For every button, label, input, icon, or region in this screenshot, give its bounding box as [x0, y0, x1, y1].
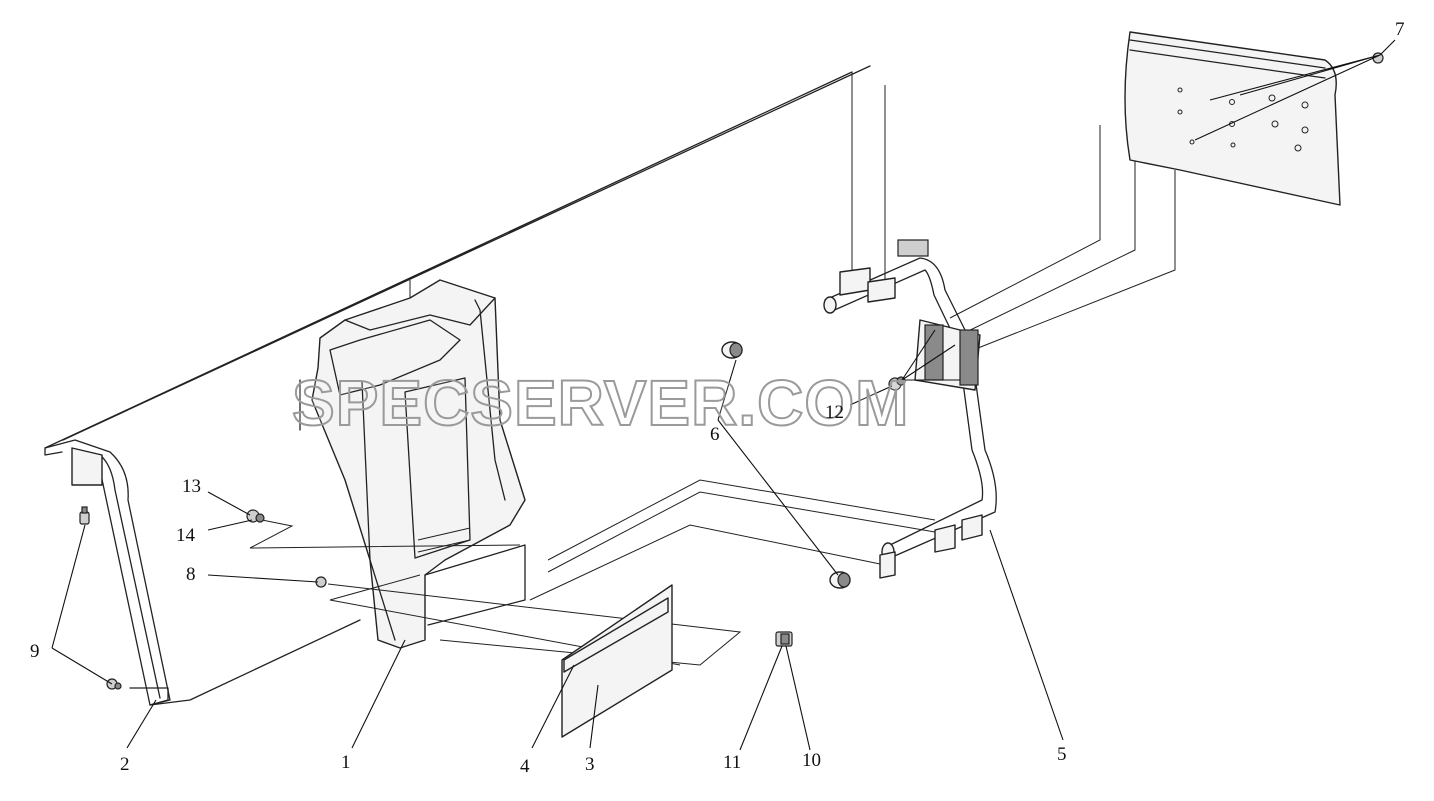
- callout-9: 9: [30, 641, 40, 662]
- part-6-caps: [721, 341, 851, 589]
- callout-3: 3: [585, 754, 595, 775]
- watermark-text: SPECSERVER.COM: [292, 367, 909, 439]
- callout-11: 11: [723, 752, 741, 773]
- part-9-fasteners: [79, 506, 122, 690]
- callout-12: 12: [825, 402, 844, 423]
- callout-2: 2: [120, 754, 130, 775]
- callout-13: 13: [182, 476, 201, 497]
- upper-right-plate: [1124, 31, 1341, 206]
- callout-7: 7: [1395, 19, 1405, 40]
- part-12-fastener: [888, 376, 906, 391]
- part-4-strip: [563, 597, 669, 673]
- callout-labels: 1 2 3 4 5 6 7 8 9 10 11 12 13 14: [30, 19, 1405, 777]
- callout-6: 6: [710, 424, 720, 445]
- callout-10: 10: [802, 750, 821, 771]
- callout-14: 14: [176, 525, 196, 546]
- callout-leaders: [51, 39, 1396, 751]
- part-2-bracket: [71, 447, 169, 706]
- callout-4: 4: [520, 756, 530, 777]
- callout-5: 5: [1057, 744, 1067, 765]
- part-13-14-fastener: [246, 509, 265, 523]
- callout-8: 8: [186, 564, 196, 585]
- part-10-11-bolt: [775, 631, 793, 647]
- part-1-cover: [311, 279, 526, 649]
- assembly-lines: [249, 72, 1176, 666]
- callout-1: 1: [341, 752, 351, 773]
- part-5-tube-frame: [823, 239, 997, 579]
